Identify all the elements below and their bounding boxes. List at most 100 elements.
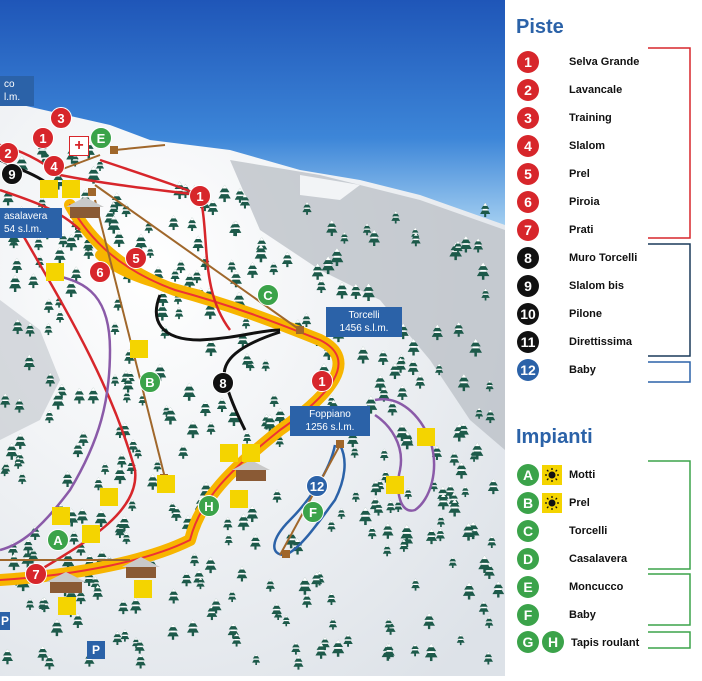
map-marker: 12 xyxy=(306,475,328,497)
restaurant-icon xyxy=(220,444,238,462)
piste-legend-item: 11 xyxy=(517,330,539,354)
toilets-icon xyxy=(62,180,80,198)
lift-name: Baby xyxy=(569,609,596,621)
map-marker: F xyxy=(302,501,324,523)
piste-legend-item: 12 xyxy=(517,358,539,382)
tapis-letter-badge: H xyxy=(542,631,564,653)
map-marker: 3 xyxy=(50,107,72,129)
lift-legend-item: B xyxy=(517,491,562,515)
lift-name: Torcelli xyxy=(569,525,608,537)
lift-legend-item: D xyxy=(517,547,539,571)
tapis-letter-badge: G xyxy=(517,631,539,653)
sun-icon xyxy=(130,340,148,358)
white-ridge xyxy=(300,175,360,200)
piste-number-badge: 9 xyxy=(517,275,539,297)
map-marker: 1 xyxy=(32,127,54,149)
casalavera-name: asalavera xyxy=(4,211,48,222)
foppiano-altitude: 1256 s.l.m. xyxy=(305,422,355,433)
moncucco-label: co l.m. xyxy=(0,76,34,106)
piste-legend-item: 2 xyxy=(517,78,539,102)
piste-name: Selva Grande xyxy=(569,56,640,68)
lift-name: Moncucco xyxy=(569,581,624,593)
lift-legend-item: F xyxy=(517,603,539,627)
sun-icon xyxy=(82,525,100,543)
hiking-icon xyxy=(386,476,404,494)
ski-map-graphic xyxy=(0,0,505,676)
piste-number-badge: 10 xyxy=(517,303,539,325)
piste-number-badge: 11 xyxy=(517,331,539,353)
foppiano-label: Foppiano 1256 s.l.m. xyxy=(290,406,370,436)
map-marker: B xyxy=(139,371,161,393)
ski-map: co l.m. asalavera 54 s.l.m. Torcelli 145… xyxy=(0,0,505,676)
toilets-icon xyxy=(242,444,260,462)
lift-letter-badge: C xyxy=(517,520,539,542)
parking-icon: P xyxy=(87,641,105,659)
snowboard-icon xyxy=(157,475,175,493)
tapis-legend-label: Tapis roulant xyxy=(571,637,640,649)
torcelli-label: Torcelli 1456 s.l.m. xyxy=(326,307,402,337)
piste-number-badge: 3 xyxy=(517,107,539,129)
piste-legend-item: 10 xyxy=(517,302,539,326)
lift-name: Motti xyxy=(569,469,596,481)
torcelli-altitude: 1456 s.l.m. xyxy=(339,323,389,334)
piste-name: Prati xyxy=(569,224,594,236)
piste-legend-item: 1 xyxy=(517,50,539,74)
piste-name: Prel xyxy=(569,168,590,180)
lift-legend-item: A xyxy=(517,463,562,487)
hiking-icon xyxy=(417,428,435,446)
huts xyxy=(46,197,270,593)
lift-letter-badge: F xyxy=(517,604,539,626)
map-marker: 5 xyxy=(125,247,147,269)
piste-number-badge: 8 xyxy=(517,247,539,269)
piste-legend-item: 9 xyxy=(517,274,539,298)
first-aid-icon: + xyxy=(69,136,89,156)
map-marker: 7 xyxy=(25,563,47,585)
map-marker: 1 xyxy=(189,185,211,207)
piste-legend-title: Piste xyxy=(516,16,564,38)
piste-legend-item: 8 xyxy=(517,246,539,270)
piste-number-badge: 7 xyxy=(517,219,539,241)
foppiano-name: Foppiano xyxy=(309,409,351,420)
map-marker: 6 xyxy=(89,261,111,283)
piste-name: Training xyxy=(569,112,612,124)
piste-number-badge: 5 xyxy=(517,163,539,185)
piste-legend-item: 3 xyxy=(517,106,539,130)
piste-legend-item: 4 xyxy=(517,134,539,158)
piste-name: Slalom bis xyxy=(569,280,625,292)
piste-legend-item: 6 xyxy=(517,190,539,214)
lift-name: Prel xyxy=(569,497,590,509)
lift-legend-item: C xyxy=(517,519,539,543)
map-marker: 9 xyxy=(1,163,23,185)
casalavera-label: asalavera 54 s.l.m. xyxy=(0,208,62,238)
parking-icon: P xyxy=(0,612,10,630)
map-marker: 8 xyxy=(212,372,234,394)
ski-school-icon xyxy=(230,490,248,508)
piste-name: Direttissima xyxy=(569,336,632,348)
piste-name: Muro Torcelli xyxy=(569,252,638,264)
piste-number-badge: 6 xyxy=(517,191,539,213)
restaurant-icon xyxy=(134,580,152,598)
map-marker: E xyxy=(90,127,112,149)
moncucco-altitude: l.m. xyxy=(4,92,21,103)
purple-trails xyxy=(0,273,436,552)
lift-name: Casalavera xyxy=(569,553,628,565)
piste-name: Piroia xyxy=(569,196,600,208)
hiking-icon xyxy=(52,507,70,525)
sun-icon xyxy=(542,465,562,485)
lift-letter-badge: D xyxy=(517,548,539,570)
piste-name: Slalom xyxy=(569,140,606,152)
lift-letter-badge: A xyxy=(517,464,539,486)
map-marker: 1 xyxy=(311,370,333,392)
piste-name: Pilone xyxy=(569,308,603,320)
shadow-slope-right xyxy=(230,160,505,450)
map-marker: H xyxy=(198,495,220,517)
torcelli-name: Torcelli xyxy=(348,310,380,321)
restaurant-icon xyxy=(58,597,76,615)
piste-number-badge: 1 xyxy=(517,51,539,73)
lift-letter-badge: E xyxy=(517,576,539,598)
lift-legend-item: E xyxy=(517,575,539,599)
map-marker: 4 xyxy=(43,155,65,177)
moncucco-name: co xyxy=(4,79,15,90)
